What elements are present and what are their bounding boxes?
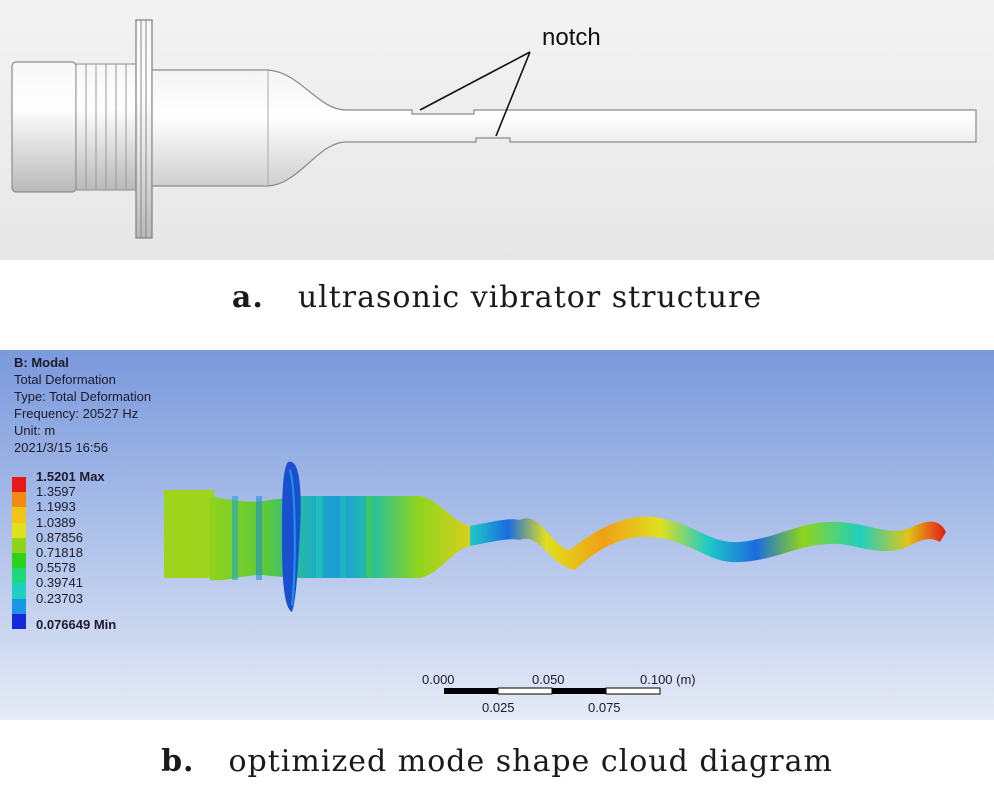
caption-a: a. ultrasonic vibrator structure <box>0 280 994 315</box>
legend-value: 1.3597 <box>36 484 76 500</box>
legend-value: 1.1993 <box>36 499 76 515</box>
analysis-title: B: Modal <box>14 355 69 370</box>
notch-label: notch <box>542 24 601 51</box>
back-cylinder <box>11 61 77 193</box>
legend-swatch <box>12 522 26 538</box>
fe-body-stripes <box>232 496 372 580</box>
result-type: Type: Total Deformation <box>14 389 152 404</box>
fe-back-cylinder <box>164 490 214 578</box>
result-frequency: Frequency: 20527 Hz <box>14 406 139 421</box>
scale-label-025: 0.025 <box>482 700 515 715</box>
legend-swatch <box>12 492 26 508</box>
legend-value: 1.5201 Max <box>36 469 105 484</box>
vibrator-cad-drawing <box>11 19 977 239</box>
legend-value: 0.71818 <box>36 544 83 560</box>
legend-value: 0.5578 <box>36 560 76 576</box>
caption-b-letter: b. <box>161 744 195 779</box>
caption-a-letter: a. <box>231 280 264 315</box>
notch-pointer-2 <box>495 51 531 137</box>
legend-swatch <box>12 507 26 523</box>
legend-swatch <box>12 537 26 553</box>
flange <box>135 19 153 239</box>
legend-value: 0.87856 <box>36 529 83 545</box>
fe-flange <box>282 461 301 612</box>
legend-value: 0.23703 <box>36 590 83 606</box>
notch-pointer-1 <box>419 51 531 111</box>
legend-value: 0.076649 Min <box>36 616 117 632</box>
legend-value: 1.0389 <box>36 514 76 530</box>
scale-label-050: 0.050 <box>532 672 565 687</box>
legend-swatch <box>12 568 26 584</box>
caption-b: b. optimized mode shape cloud diagram <box>0 744 994 779</box>
caption-b-text: optimized mode shape cloud diagram <box>228 744 833 779</box>
scale-label-100: 0.100 (m) <box>640 672 696 687</box>
result-unit: Unit: m <box>14 423 56 438</box>
scale-label-075: 0.075 <box>588 700 621 715</box>
horn-body <box>151 69 977 187</box>
legend-value: 0.39741 <box>36 575 83 591</box>
mode-shape-drawing <box>164 461 946 695</box>
legend-swatch <box>12 598 26 614</box>
fe-waving-rod <box>470 516 946 570</box>
legend-swatch <box>12 613 26 629</box>
scale-bar <box>444 687 661 695</box>
legend-swatch <box>12 477 26 493</box>
modal-result-panel: B: Modal Total Deformation Type: Total D… <box>0 350 994 720</box>
result-name: Total Deformation <box>14 372 116 387</box>
caption-a-text: ultrasonic vibrator structure <box>297 280 763 315</box>
scale-label-0: 0.000 <box>422 672 455 687</box>
legend-swatch <box>12 552 26 569</box>
thread-rings <box>75 63 137 191</box>
result-datetime: 2021/3/15 16:56 <box>14 440 108 455</box>
vibrator-structure-panel: notch <box>0 0 994 260</box>
legend-swatch <box>12 583 26 599</box>
result-info: B: Modal Total Deformation Type: Total D… <box>14 354 151 456</box>
